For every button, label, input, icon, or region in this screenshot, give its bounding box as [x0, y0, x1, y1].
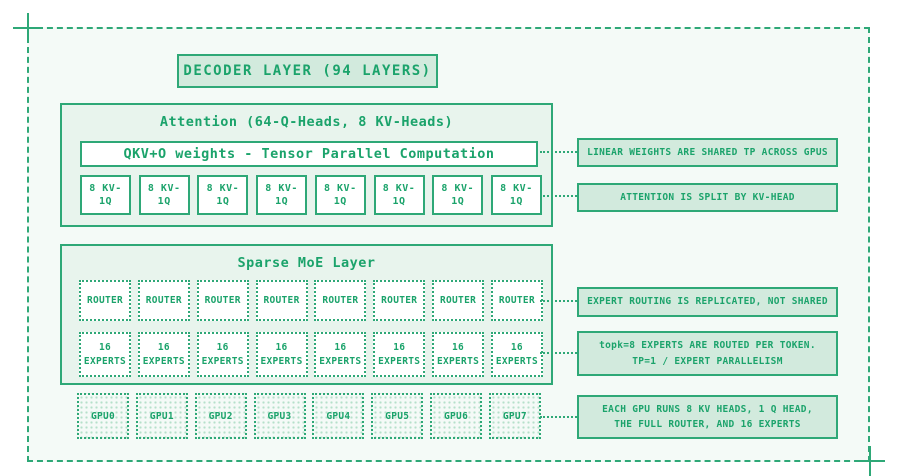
annotation-topk-expert-parallelism: topk=8 EXPERTS ARE ROUTED PER TOKEN. TP=…	[577, 331, 838, 376]
gpu-box: GPU3	[253, 393, 306, 439]
gpu-box: GPU4	[312, 393, 365, 439]
kv-head-box: 8 KV- 1Q	[490, 175, 542, 215]
annotation-expert-routing-replicated: EXPERT ROUTING IS REPLICATED, NOT SHARED	[577, 287, 838, 317]
router-box: ROUTER	[373, 280, 426, 321]
gpu-box: GPU7	[488, 393, 541, 439]
annotation-attention-split-by-kv-head: ATTENTION IS SPLIT BY KV-HEAD	[577, 183, 838, 212]
experts-box: 16 EXPERTS	[314, 332, 367, 377]
experts-box: 16 EXPERTS	[255, 332, 308, 377]
kv-head-box: 8 KV- 1Q	[197, 175, 249, 215]
crosshair-mark-top-left	[27, 13, 29, 43]
router-box: ROUTER	[314, 280, 367, 321]
router-box: ROUTER	[255, 280, 308, 321]
gpu-row: GPU0 GPU1 GPU2 GPU3 GPU4 GPU5 GPU6 GPU7	[77, 393, 541, 439]
dotted-connector-kv-split	[540, 195, 577, 197]
kv-head-box: 8 KV- 1Q	[256, 175, 308, 215]
kv-head-box: 8 KV- 1Q	[138, 175, 190, 215]
gpu-box: GPU5	[371, 393, 424, 439]
dotted-connector-topk	[540, 352, 577, 354]
router-box: ROUTER	[432, 280, 485, 321]
annotation-linear-weights-shared: LINEAR WEIGHTS ARE SHARED TP ACROSS GPUS	[577, 138, 838, 167]
kv-head-box: 8 KV- 1Q	[80, 175, 131, 215]
moe-title: Sparse MoE Layer	[237, 255, 376, 271]
experts-box: 16 EXPERTS	[490, 332, 543, 377]
router-box: ROUTER	[490, 280, 543, 321]
experts-box: 16 EXPERTS	[137, 332, 190, 377]
attention-title: Attention (64-Q-Heads, 8 KV-Heads)	[159, 114, 454, 130]
router-box: ROUTER	[137, 280, 190, 321]
gpu-box: GPU1	[135, 393, 188, 439]
experts-box: 16 EXPERTS	[373, 332, 426, 377]
kv-head-box: 8 KV- 1Q	[432, 175, 484, 215]
experts-box: 16 EXPERTS	[79, 332, 131, 377]
experts-box: 16 EXPERTS	[432, 332, 485, 377]
attention-section: Attention (64-Q-Heads, 8 KV-Heads) QKV+O…	[60, 103, 553, 227]
experts-row: 16 EXPERTS 16 EXPERTS 16 EXPERTS 16 EXPE…	[79, 332, 543, 377]
kv-head-box: 8 KV- 1Q	[373, 175, 425, 215]
decoder-layer-title: DECODER LAYER (94 LAYERS)	[177, 54, 438, 88]
gpu-box: GPU2	[194, 393, 247, 439]
dotted-connector-routing	[540, 300, 577, 302]
gpu-box: GPU6	[430, 393, 483, 439]
crosshair-mark-bottom-right	[869, 446, 871, 476]
dotted-connector-linear-weights	[540, 151, 577, 153]
kv-head-row: 8 KV- 1Q 8 KV- 1Q 8 KV- 1Q 8 KV- 1Q 8 KV…	[80, 175, 542, 215]
annotation-gpu-contents: EACH GPU RUNS 8 KV HEADS, 1 Q HEAD, THE …	[577, 395, 838, 439]
router-box: ROUTER	[79, 280, 131, 321]
router-box: ROUTER	[196, 280, 249, 321]
qkv-weights-bar: QKV+O weights - Tensor Parallel Computat…	[80, 141, 538, 167]
moe-section: Sparse MoE Layer ROUTER ROUTER ROUTER RO…	[60, 244, 553, 385]
router-row: ROUTER ROUTER ROUTER ROUTER ROUTER ROUTE…	[79, 280, 543, 321]
kv-head-box: 8 KV- 1Q	[314, 175, 366, 215]
dotted-connector-gpu	[540, 416, 577, 418]
experts-box: 16 EXPERTS	[196, 332, 249, 377]
gpu-box: GPU0	[77, 393, 129, 439]
